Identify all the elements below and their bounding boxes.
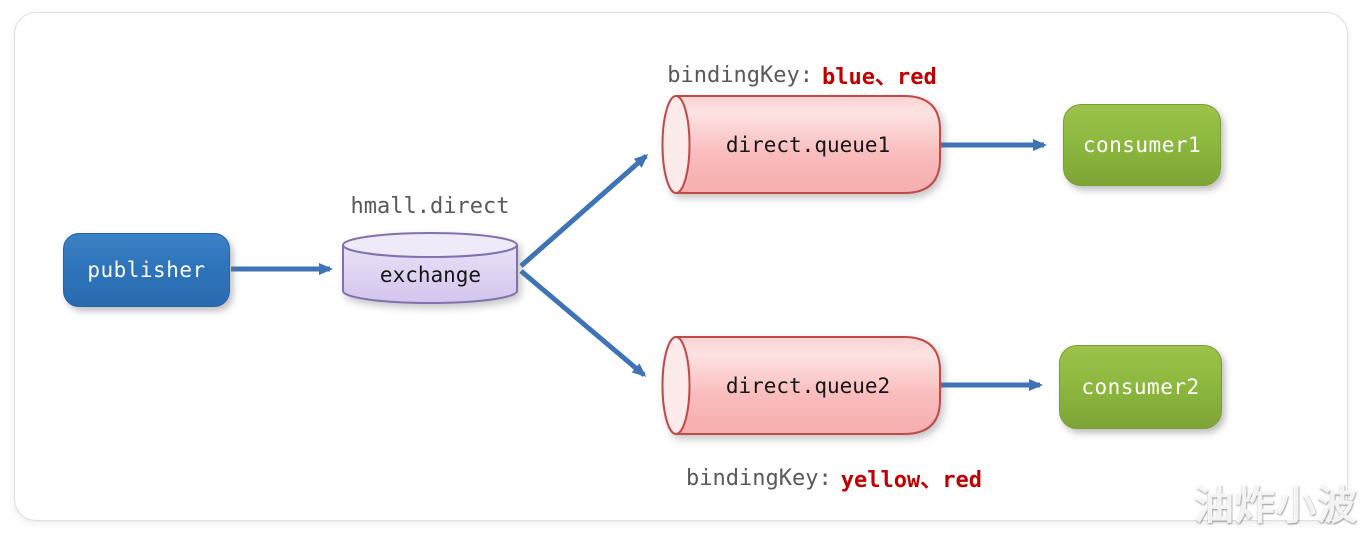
consumer2-label: consumer2 (1081, 375, 1200, 399)
watermark-text: 油炸小波 (1194, 483, 1358, 529)
queue1-binding-values: blue、red (821, 65, 937, 90)
consumer2-node: consumer2 (1059, 345, 1222, 429)
exchange-cylinder (342, 232, 518, 304)
queue1-cylinder (661, 95, 941, 194)
arrow-exchange-to-queue1 (519, 154, 649, 268)
publisher-label: publisher (87, 258, 206, 282)
arrow-exchange-to-queue2 (519, 269, 647, 377)
publisher-node: publisher (63, 233, 230, 307)
queue1-binding-key: bindingKey: blue、red (602, 60, 1002, 91)
consumer1-label: consumer1 (1082, 133, 1202, 157)
queue2-binding-key: bindingKey: yellow、red (634, 463, 1034, 494)
exchange-name-label: hmall.direct (350, 193, 510, 219)
queue1-binding-prefix: bindingKey: (667, 62, 813, 88)
consumer1-node: consumer1 (1063, 104, 1221, 186)
queue2-binding-prefix: bindingKey: (686, 465, 832, 491)
queue2-label: direct.queue2 (725, 373, 891, 398)
queue1-label: direct.queue1 (725, 132, 891, 157)
queue2-cylinder (661, 336, 941, 435)
exchange-label: exchange (379, 263, 482, 287)
arrow-group (231, 139, 1047, 391)
queue2-binding-values: yellow、red (840, 468, 982, 493)
